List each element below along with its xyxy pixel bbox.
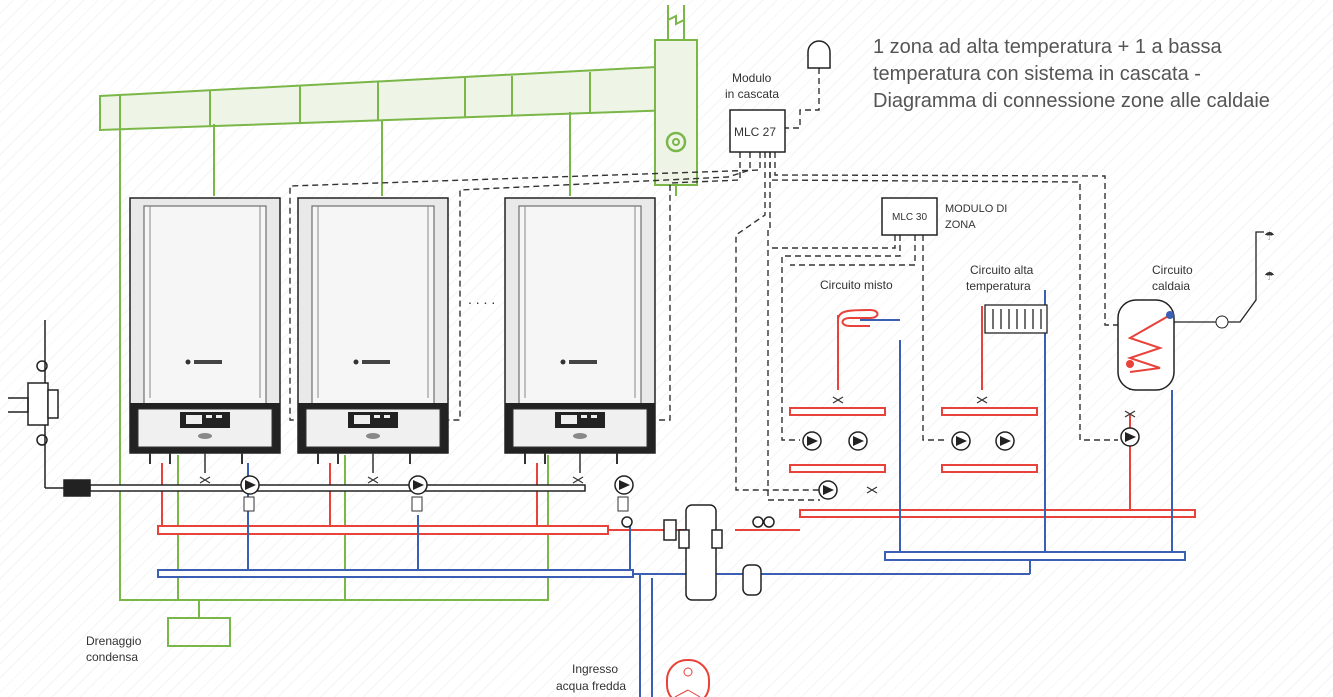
gas-line bbox=[8, 320, 586, 497]
hydraulic-separator bbox=[621, 504, 775, 601]
return-pipes bbox=[157, 290, 1186, 697]
radiator bbox=[984, 304, 1048, 334]
mlc27-box bbox=[729, 109, 786, 153]
title-line-3: Diagramma di connessione zone alle calda… bbox=[873, 90, 1270, 112]
mlc30-box bbox=[881, 197, 938, 236]
zone-module-label-1: MODULO DI bbox=[945, 203, 1007, 215]
boiler-2 bbox=[297, 197, 449, 474]
boiler-circuit-label-2: caldaia bbox=[1152, 279, 1190, 293]
high-temp-label-2: temperatura bbox=[966, 279, 1031, 293]
zone-module-label-2: ZONA bbox=[945, 219, 976, 231]
title-line-1: 1 zona ad alta temperatura + 1 a bassa bbox=[873, 36, 1222, 58]
dhw-cylinder: ☂ ☂ bbox=[1117, 229, 1275, 391]
mixed-circuit-label: Circuito misto bbox=[820, 278, 893, 292]
cascade-module-label-2: in cascata bbox=[725, 87, 779, 101]
more-boilers-ellipsis: . . . . bbox=[468, 291, 495, 307]
cold-inlet-label-1: Ingresso bbox=[572, 662, 618, 676]
expansion-vessel bbox=[666, 659, 710, 697]
high-temp-label-1: Circuito alta bbox=[970, 263, 1034, 277]
cold-inlet-label-2: acqua fredda bbox=[556, 679, 626, 693]
mlc30-label: MLC 30 bbox=[892, 212, 927, 223]
flow-pipes bbox=[157, 306, 1196, 535]
condensate-label-1: Drenaggio bbox=[86, 634, 142, 648]
control-wiring bbox=[289, 68, 1118, 501]
boiler-3 bbox=[504, 197, 656, 474]
flue-system bbox=[99, 5, 698, 647]
mlc27-label: MLC 27 bbox=[734, 125, 776, 139]
cascade-module-label-1: Modulo bbox=[732, 71, 772, 85]
diagram-title: 1 zona ad alta temperatura + 1 a bassa t… bbox=[873, 34, 1328, 115]
title-line-2: temperatura con sistema in cascata - bbox=[873, 63, 1201, 85]
boiler-1 bbox=[129, 197, 281, 474]
boiler-pumps bbox=[199, 475, 634, 512]
boiler-circuit-label-1: Circuito bbox=[1152, 263, 1193, 277]
shower-icon: ☂ bbox=[1264, 229, 1275, 243]
tap-icon: ☂ bbox=[1264, 269, 1275, 283]
room-thermostat-icon bbox=[807, 40, 831, 69]
condensate-label-2: condensa bbox=[86, 650, 138, 664]
